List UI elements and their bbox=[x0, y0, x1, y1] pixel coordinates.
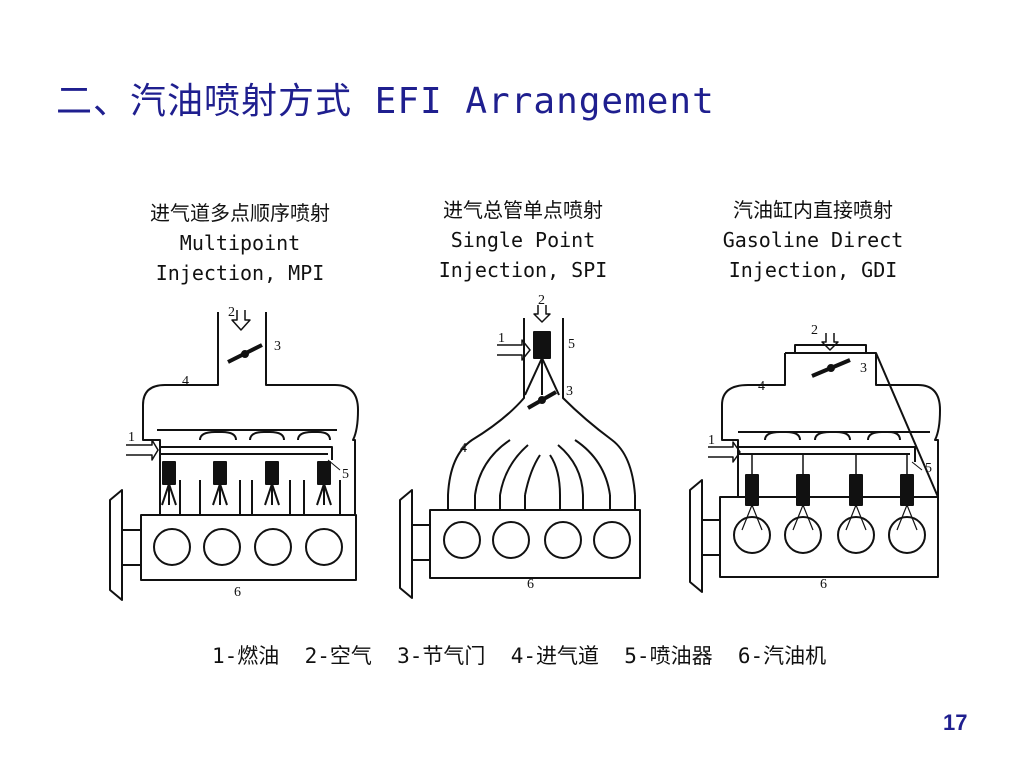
spi-intake-manifold bbox=[447, 318, 636, 496]
caption-mpi-en1: Multipoint bbox=[179, 231, 301, 255]
caption-spi-zh: 进气总管单点喷射 bbox=[443, 198, 603, 222]
mpi-injectors bbox=[161, 461, 332, 506]
mpi-flywheel bbox=[109, 489, 123, 601]
caption-mpi-en2: Injection, MPI bbox=[155, 261, 325, 285]
gdi-callout-1: 1 bbox=[708, 433, 715, 448]
slide-title: 二、汽油喷射方式 EFI Arrangement bbox=[56, 81, 715, 122]
spi-callout-6: 6 bbox=[527, 577, 534, 592]
gdi-intake-plenum bbox=[721, 352, 941, 498]
caption-spi-en2: Injection, SPI bbox=[438, 258, 608, 282]
spi-callout-5: 5 bbox=[568, 337, 575, 352]
gdi-fuel-rail bbox=[738, 446, 916, 462]
spi-callout-3: 3 bbox=[566, 384, 573, 399]
caption-spi-en1: Single Point bbox=[450, 228, 596, 252]
mpi-callout-5: 5 bbox=[342, 467, 349, 482]
mpi-callout-6: 6 bbox=[234, 585, 241, 600]
spi-flywheel bbox=[399, 489, 413, 599]
spi-diagram bbox=[399, 305, 641, 599]
spi-callout-2: 2 bbox=[538, 293, 545, 308]
mpi-callout-4: 4 bbox=[182, 374, 189, 389]
mpi-intake-plenum bbox=[142, 312, 359, 495]
caption-gdi-zh: 汽油缸内直接喷射 bbox=[733, 198, 893, 222]
caption-mpi: 进气道多点顺序喷射 Multipoint Injection, MPI bbox=[110, 198, 370, 288]
caption-gdi: 汽油缸内直接喷射 Gasoline Direct Injection, GDI bbox=[683, 195, 943, 285]
mpi-engine-block bbox=[140, 514, 357, 581]
gdi-injectors bbox=[745, 474, 914, 506]
mpi-diagram bbox=[109, 310, 359, 601]
gdi-callout-2: 2 bbox=[811, 323, 818, 338]
gdi-diagram bbox=[689, 333, 941, 593]
spi-callout-4: 4 bbox=[460, 441, 467, 456]
spi-injector bbox=[533, 331, 551, 359]
spi-callout-1: 1 bbox=[498, 331, 505, 346]
gdi-callout-4: 4 bbox=[758, 379, 765, 394]
mpi-callout-2: 2 bbox=[228, 305, 235, 320]
legend: 1-燃油 2-空气 3-节气门 4-进气道 5-喷油器 6-汽油机 bbox=[212, 644, 827, 668]
caption-gdi-en1: Gasoline Direct bbox=[722, 228, 904, 252]
caption-mpi-zh: 进气道多点顺序喷射 bbox=[150, 201, 330, 225]
gdi-callout-3: 3 bbox=[860, 361, 867, 376]
page-number: 17 bbox=[943, 710, 968, 735]
mpi-fuel-rail bbox=[160, 446, 333, 460]
gdi-flywheel bbox=[689, 479, 703, 593]
gdi-callout-6: 6 bbox=[820, 577, 827, 592]
caption-gdi-en2: Injection, GDI bbox=[728, 258, 898, 282]
gdi-callout-5: 5 bbox=[925, 461, 932, 476]
mpi-callout-1: 1 bbox=[128, 430, 135, 445]
caption-spi: 进气总管单点喷射 Single Point Injection, SPI bbox=[393, 195, 653, 285]
spi-engine-block bbox=[429, 509, 641, 579]
mpi-callout-3: 3 bbox=[274, 339, 281, 354]
